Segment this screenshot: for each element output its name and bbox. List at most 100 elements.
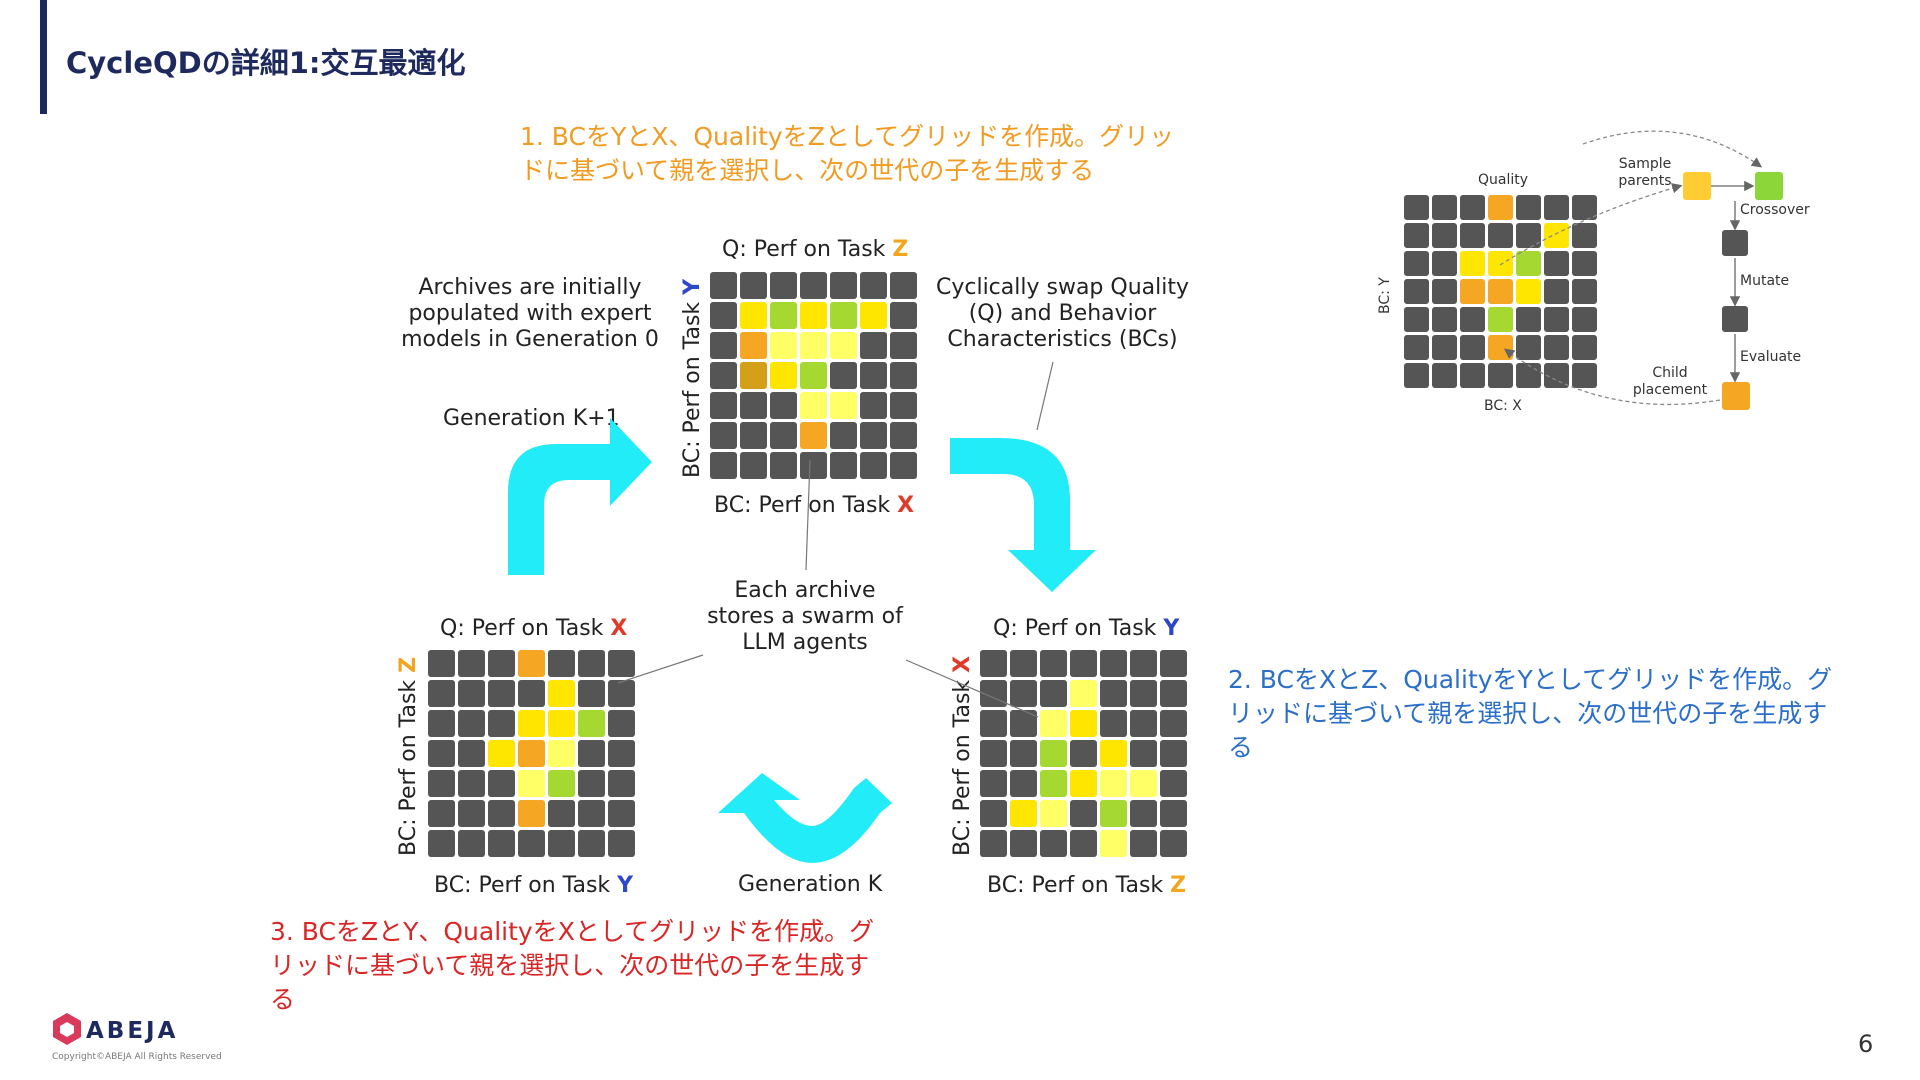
grid-cell <box>1010 770 1037 797</box>
inset-parent-square <box>1683 172 1711 200</box>
grid-cell <box>1160 710 1187 737</box>
grid-cell <box>608 800 635 827</box>
grid-cell <box>578 680 605 707</box>
grid-cell <box>710 422 737 449</box>
grid-cell <box>710 302 737 329</box>
inset-sample-parents-label: Sample parents <box>1618 156 1672 189</box>
grid-cell <box>1040 650 1067 677</box>
grid-cell <box>1572 223 1597 248</box>
grid-cell <box>1130 680 1157 707</box>
grid-cell <box>1130 740 1157 767</box>
grid-cell <box>578 830 605 857</box>
top-grid-bc-label: BC: Perf on Task X <box>714 493 915 518</box>
grid-cell <box>578 710 605 737</box>
grid-cell <box>890 272 917 299</box>
grid-cell <box>1100 710 1127 737</box>
grid-cell <box>800 422 827 449</box>
grid-cell <box>518 710 545 737</box>
grid-cell <box>608 650 635 677</box>
grid-cell <box>1460 195 1485 220</box>
inset-mutate-label: Mutate <box>1740 273 1790 289</box>
grid-cell <box>1404 335 1429 360</box>
grid-cell <box>800 302 827 329</box>
grid-cell <box>1040 830 1067 857</box>
grid-cell <box>458 680 485 707</box>
grid-cell <box>1572 335 1597 360</box>
grid-cell <box>548 650 575 677</box>
grid-cell <box>1130 650 1157 677</box>
grid-cell <box>1160 680 1187 707</box>
grid-cell <box>830 302 857 329</box>
grid-cell <box>518 770 545 797</box>
grid-cell <box>1070 680 1097 707</box>
grid-cell <box>428 800 455 827</box>
grid-cell <box>1100 650 1127 677</box>
grid-cell <box>860 302 887 329</box>
grid-cell <box>1516 279 1541 304</box>
grid-cell <box>1070 770 1097 797</box>
grid-cell <box>458 830 485 857</box>
generation-k1-label: Generation K+1 <box>443 406 620 431</box>
grid-cell <box>1070 830 1097 857</box>
leader-line-left-grid <box>617 654 704 684</box>
page-number: 6 <box>1858 1030 1874 1058</box>
grid-cell <box>518 740 545 767</box>
inset-arrow-child-placement <box>1503 348 1721 406</box>
grid-cell <box>428 680 455 707</box>
grid-cell <box>1130 830 1157 857</box>
grid-cell <box>980 830 1007 857</box>
grid-cell <box>740 302 767 329</box>
grid-cell <box>740 422 767 449</box>
grid-cell <box>1488 279 1513 304</box>
grid-cell <box>800 392 827 419</box>
grid-cell <box>1544 307 1569 332</box>
grid-cell <box>1160 800 1187 827</box>
grid-cell <box>488 770 515 797</box>
grid-cell <box>1516 307 1541 332</box>
inset-evaluate-label: Evaluate <box>1740 349 1802 365</box>
top-grid-quality-label: Q: Perf on Task Z <box>722 237 909 262</box>
grid-cell <box>1460 335 1485 360</box>
inset-crossover-label: Crossover <box>1740 202 1810 218</box>
grid-cell <box>1404 195 1429 220</box>
grid-cell <box>800 272 827 299</box>
grid-cell <box>1160 740 1187 767</box>
grid-cell <box>1432 279 1457 304</box>
grid-cell <box>1070 800 1097 827</box>
leader-line-top-grid <box>805 459 811 571</box>
inset-arrow-parents-crossover <box>1582 130 1763 168</box>
grid-cell <box>1070 710 1097 737</box>
grid-cell <box>1160 650 1187 677</box>
grid-cell <box>800 452 827 479</box>
grid-cell <box>578 800 605 827</box>
grid-cell <box>458 710 485 737</box>
grid-cell <box>1040 770 1067 797</box>
grid-cell <box>578 740 605 767</box>
grid-cell <box>770 452 797 479</box>
grid-cell <box>548 830 575 857</box>
grid-cell <box>1404 223 1429 248</box>
grid-cell <box>1404 251 1429 276</box>
grid-cell <box>1432 307 1457 332</box>
inset-crossover-square <box>1755 172 1783 200</box>
leader-line-cyclically <box>1036 361 1054 431</box>
grid-cell <box>1100 830 1127 857</box>
grid-cell <box>860 362 887 389</box>
grid-cell <box>428 710 455 737</box>
left-grid-bc-label: BC: Perf on Task Y <box>434 873 634 898</box>
cyclically-swap-label: Cyclically swap Quality (Q) and Behavior… <box>935 275 1190 352</box>
grid-cell <box>830 392 857 419</box>
grid-cell <box>770 302 797 329</box>
grid-cell <box>770 422 797 449</box>
grid-cell <box>710 362 737 389</box>
grid-cell <box>740 332 767 359</box>
grid-cell <box>860 272 887 299</box>
generation-k-label: Generation K <box>738 872 883 897</box>
arrow-generation-k1 <box>508 418 652 575</box>
grid-cell <box>1040 680 1067 707</box>
grid-cell <box>1488 251 1513 276</box>
grid-cell <box>1010 800 1037 827</box>
grid-cell <box>1488 363 1513 388</box>
grid-cell <box>1460 307 1485 332</box>
